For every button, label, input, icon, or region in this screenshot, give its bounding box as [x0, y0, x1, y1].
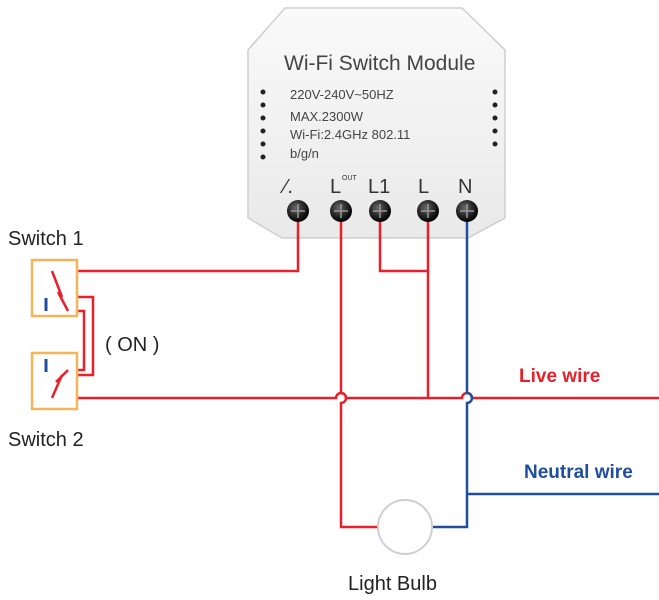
module-spec-power: MAX.2300W — [290, 109, 364, 124]
wire-live-main — [52, 391, 659, 400]
light-bulb-icon — [377, 499, 433, 555]
terminal-screw-switch — [287, 200, 309, 222]
module-vent-right — [492, 89, 498, 147]
wire-lout-to-bulb — [339, 211, 378, 529]
terminal-screw-l — [417, 200, 439, 222]
module-title: Wi-Fi Switch Module — [284, 52, 475, 75]
neutral-wires — [432, 211, 659, 529]
neutral-wire-label: Neutral wire — [524, 462, 633, 483]
terminal-label-l: L — [418, 176, 429, 198]
light-bulb-label: Light Bulb — [348, 573, 437, 595]
module-spec-band: b/g/n — [290, 146, 319, 161]
switch-module: Wi-Fi Switch Module 220V-240V~50HZ MAX.2… — [247, 7, 506, 239]
on-label: ( ON ) — [105, 334, 159, 356]
switch-2 — [30, 351, 79, 411]
wire-neutral-n — [432, 211, 474, 529]
switch-2-label: Switch 2 — [8, 429, 84, 451]
terminal-label-lout: L — [330, 176, 341, 198]
terminal-screw-lout — [330, 200, 352, 222]
module-vent-left — [260, 89, 266, 160]
module-spec-voltage: 220V-240V~50HZ — [290, 87, 394, 102]
wire-l1-l-bridge — [378, 211, 428, 273]
switch-1-label: Switch 1 — [8, 228, 84, 250]
terminal-label-lout-sup: OUT — [342, 175, 358, 182]
terminal-screw-n — [456, 200, 478, 222]
terminal-screw-l1 — [369, 200, 391, 222]
light-bulb — [377, 499, 433, 555]
live-wire-label: Live wire — [519, 366, 600, 387]
switch-1 — [30, 258, 79, 318]
switch-1-lever — [50, 270, 64, 298]
terminal-label-l1: L1 — [368, 176, 390, 198]
terminal-screws — [287, 200, 478, 222]
switch-2-box — [30, 351, 79, 411]
wire-switch-terminal — [52, 211, 300, 273]
terminal-label-n: N — [458, 176, 472, 198]
module-spec-wifi: Wi-Fi:2.4GHz 802.11 — [290, 127, 410, 142]
switch-1-box — [30, 258, 79, 318]
